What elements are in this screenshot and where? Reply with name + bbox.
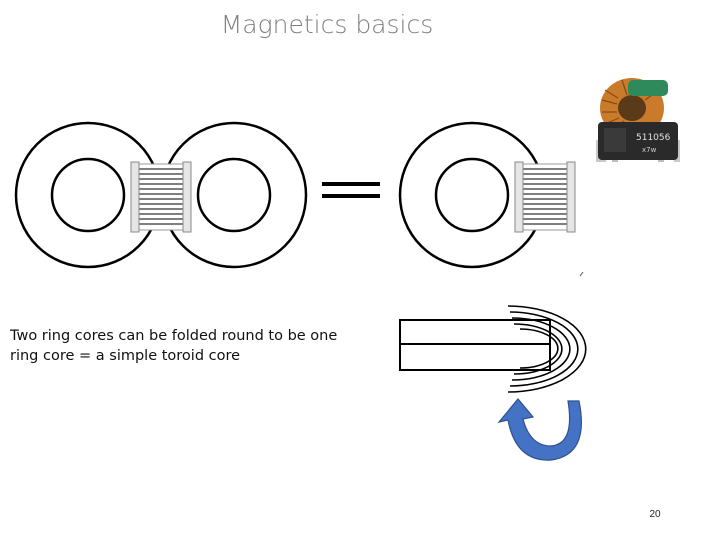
toroid-component-photo: 511056 x7ᴡ [596,78,680,162]
photo-marking-2: x7ᴡ [642,146,657,154]
stray-mark [580,272,583,276]
slide-caption: Two ring cores can be folded round to be… [10,326,360,366]
coil-winding-left [131,162,191,232]
photo-marking-1: 511056 [636,133,671,143]
equals-sign [322,182,380,198]
single-ring-core [400,123,575,267]
fold-arrow-icon [499,399,581,460]
double-ring-core [16,123,306,267]
toroid-cross-section [400,306,586,392]
page-number: 20 [640,509,670,520]
coil-winding-right [515,162,575,232]
